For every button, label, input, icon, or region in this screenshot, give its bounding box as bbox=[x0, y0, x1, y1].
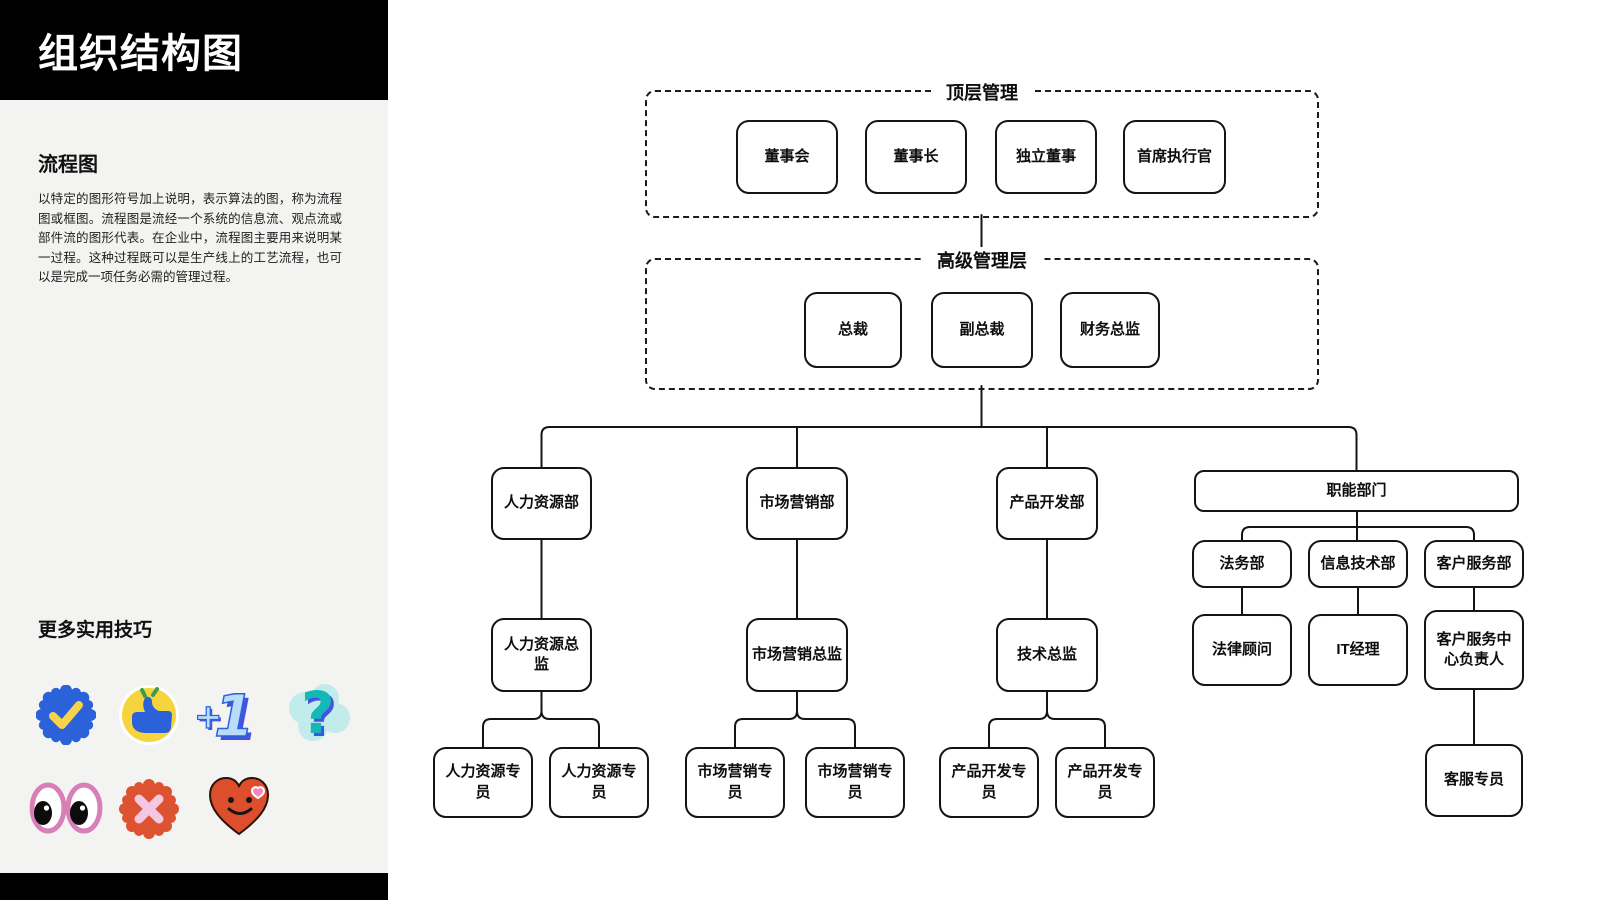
node-board: 董事会 bbox=[736, 120, 838, 194]
node-marketing-dept: 市场营销部 bbox=[746, 467, 848, 540]
node-product-dept: 产品开发部 bbox=[996, 467, 1098, 540]
node-vice-president: 副总裁 bbox=[931, 292, 1033, 368]
thumbs-up-icon bbox=[119, 685, 179, 745]
node-cs-dept: 客户服务部 bbox=[1424, 540, 1524, 588]
sidebar: 组织结构图 流程图 以特定的图形符号加上说明，表示算法的图，称为流程图或框图。流… bbox=[0, 0, 388, 900]
question-mark-icon: ? ? bbox=[289, 680, 350, 750]
node-functional-dept: 职能部门 bbox=[1194, 470, 1519, 512]
node-it-dept: 信息技术部 bbox=[1308, 540, 1408, 588]
node-hr-dept: 人力资源部 bbox=[491, 467, 592, 540]
node-chairman: 董事长 bbox=[865, 120, 967, 194]
node-marketing-specialist-2: 市场营销专员 bbox=[805, 747, 905, 818]
node-cs-specialist: 客服专员 bbox=[1425, 744, 1523, 817]
node-product-specialist-2: 产品开发专员 bbox=[1055, 747, 1155, 818]
group-senior-management: 高级管理层 bbox=[645, 247, 1319, 390]
svg-text:?: ? bbox=[301, 680, 335, 747]
group-top-management: 顶层管理 bbox=[645, 79, 1319, 218]
smiley-heart-icon bbox=[208, 776, 270, 836]
node-hr-director: 人力资源总监 bbox=[491, 618, 592, 692]
flowchart-description: 以特定的图形符号加上说明，表示算法的图，称为流程图或框图。流程图是流经一个系统的… bbox=[38, 192, 342, 284]
node-independent-director: 独立董事 bbox=[995, 120, 1097, 194]
node-ceo: 首席执行官 bbox=[1123, 120, 1226, 194]
svg-text:?: ? bbox=[304, 682, 338, 750]
group-senior-management-label: 高级管理层 bbox=[923, 247, 1041, 273]
svg-text:+: + bbox=[194, 697, 223, 737]
node-marketing-specialist-1: 市场营销专员 bbox=[685, 747, 785, 818]
node-cfo: 财务总监 bbox=[1060, 292, 1160, 368]
node-it-manager: IT经理 bbox=[1308, 614, 1408, 686]
node-legal-advisor: 法律顾问 bbox=[1192, 614, 1292, 686]
node-president: 总裁 bbox=[804, 292, 902, 368]
sidebar-footer-bar bbox=[0, 873, 388, 900]
node-product-specialist-1: 产品开发专员 bbox=[939, 747, 1039, 818]
node-marketing-director: 市场营销总监 bbox=[746, 618, 848, 692]
cross-badge-icon bbox=[119, 779, 179, 839]
node-legal-dept: 法务部 bbox=[1192, 540, 1292, 588]
svg-text:+: + bbox=[196, 699, 225, 739]
verified-badge-icon bbox=[36, 685, 96, 745]
svg-text:1: 1 bbox=[214, 682, 254, 748]
tips-heading: 更多实用技巧 bbox=[38, 620, 153, 641]
svg-text:1: 1 bbox=[218, 686, 258, 748]
node-tech-director: 技术总监 bbox=[996, 618, 1098, 692]
page-title: 组织结构图 bbox=[38, 32, 243, 76]
node-cs-center-head: 客户服务中心负责人 bbox=[1424, 610, 1524, 690]
eyes-icon bbox=[29, 782, 103, 834]
node-hr-specialist-1: 人力资源专员 bbox=[433, 747, 533, 818]
flowchart-heading: 流程图 bbox=[38, 154, 98, 176]
plus-one-icon: 1 1 + + bbox=[194, 681, 258, 748]
node-hr-specialist-2: 人力资源专员 bbox=[549, 747, 649, 818]
sidebar-header: 组织结构图 bbox=[0, 0, 388, 100]
group-top-management-label: 顶层管理 bbox=[932, 79, 1032, 105]
